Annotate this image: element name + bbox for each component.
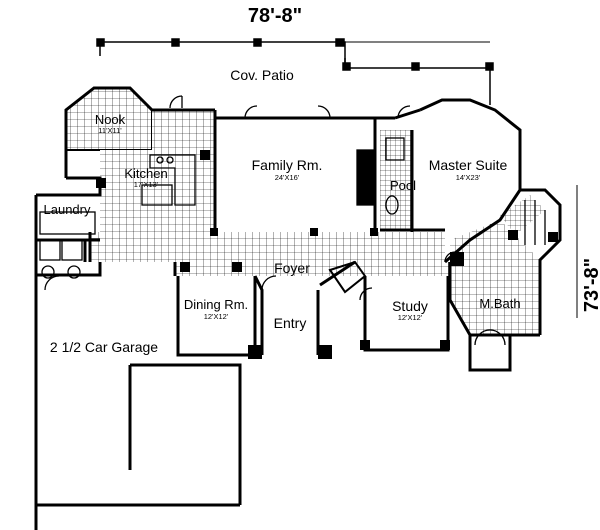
overall-depth-label: 73'-8" [581,258,600,312]
laundry-name: Laundry [44,202,91,217]
foyer-name: Foyer [274,260,310,276]
columns [96,150,558,359]
tiled-floor [65,87,545,335]
study-name: Study [392,298,428,314]
kitchen-name: Kitchen [124,166,167,181]
room-labels: Nook 11'X11' Kitchen 17'X13' Laundry Fam… [44,112,521,355]
mbath-name: M.Bath [479,296,520,311]
overall-width-label: 78'-8" [248,5,302,27]
master-dims: 14'X23' [456,173,481,182]
covered-patio [96,38,494,105]
patio-label: Cov. Patio [230,67,294,83]
dining-dims: 12'X12' [204,312,229,321]
family-name: Family Rm. [252,157,323,173]
entry-name: Entry [274,315,307,331]
garage-name: 2 1/2 Car Garage [50,339,158,355]
interior-details [39,95,546,346]
family-dims: 24'X16' [275,173,300,182]
kitchen-dims: 17'X13' [134,180,159,189]
nook-name: Nook [95,112,126,127]
pool-name: Pool [390,178,416,193]
nook-dims: 11'X11' [98,126,122,135]
dining-name: Dining Rm. [184,297,248,312]
study-dims: 12'X12' [398,313,423,322]
master-name: Master Suite [429,157,508,173]
